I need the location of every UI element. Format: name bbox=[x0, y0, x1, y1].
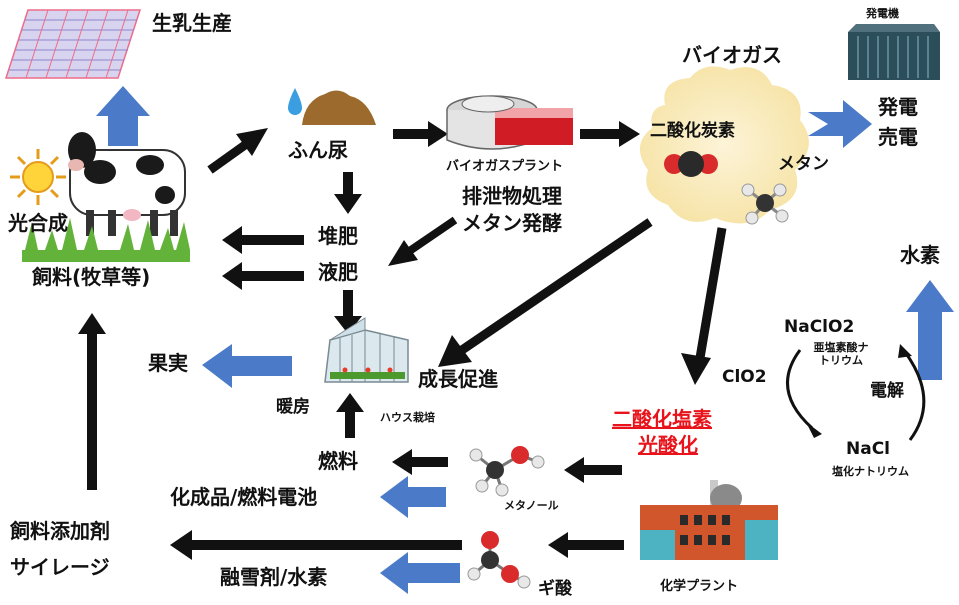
naclo2-label: NaClO2 bbox=[784, 317, 855, 337]
manure-label: ふん尿 bbox=[288, 138, 348, 162]
methanol-label: メタノール bbox=[504, 499, 559, 512]
methanol-molecule-icon bbox=[469, 446, 545, 497]
sun-icon bbox=[10, 149, 66, 205]
cycle-arrowhead-2 bbox=[898, 344, 912, 358]
milk-production-label: 生乳生産 bbox=[152, 11, 232, 35]
co2-label: 二酸化炭素 bbox=[650, 121, 735, 141]
chemical-plant-label: 化学プラント bbox=[660, 579, 739, 594]
grass-icon bbox=[22, 218, 190, 262]
feed-additive-label: 飼料添加剤 bbox=[10, 519, 110, 543]
biogas-plant-icon bbox=[446, 95, 573, 150]
fruit-label: 果実 bbox=[148, 351, 188, 375]
co2-molecule-icon bbox=[664, 151, 718, 177]
photosynthesis-label: 光合成 bbox=[8, 211, 68, 235]
arrow-cow-to-milk bbox=[96, 86, 150, 146]
compost-label: 堆肥 bbox=[318, 224, 358, 248]
photo-oxidation-label: 光酸化 bbox=[638, 433, 698, 457]
chemical-plant-icon bbox=[640, 480, 778, 560]
cow-icon bbox=[68, 132, 186, 236]
heating-label: 暖房 bbox=[276, 397, 310, 417]
milk-cartons-icon bbox=[4, 9, 142, 79]
arrow-feed-additive-to-feed bbox=[78, 313, 106, 490]
biogas-label: バイオガス bbox=[682, 43, 782, 67]
arrow-liquid-to-greenhouse bbox=[334, 290, 362, 334]
biogas-plant-label: バイオガスプラント bbox=[446, 159, 564, 174]
cloud-icon bbox=[639, 66, 809, 224]
fuel-label: 燃料 bbox=[318, 449, 358, 473]
water-drop-icon bbox=[288, 88, 302, 115]
arrow-plant-to-methanol bbox=[564, 457, 622, 483]
arrow-co2-to-chlorine-dioxide bbox=[681, 227, 727, 385]
electrolysis-cycle bbox=[786, 349, 926, 441]
arrow-formic-to-feed-additive bbox=[170, 530, 462, 560]
chemicals-fuel-cell-label: 化成品/燃料電池 bbox=[170, 485, 318, 509]
arrow-methanol-to-fuel bbox=[392, 449, 448, 475]
methane-fermentation-label: メタン発酵 bbox=[462, 211, 562, 235]
arrow-greenhouse-to-fruit bbox=[202, 344, 292, 388]
hydrogen-label: 水素 bbox=[900, 243, 940, 267]
arrow-formic-to-snow-melting bbox=[380, 552, 460, 594]
methane-molecule-icon bbox=[741, 183, 789, 225]
arrow-electrolysis-to-hydrogen bbox=[906, 280, 954, 380]
greenhouse-icon bbox=[324, 317, 409, 383]
arrow-plant-to-biogas bbox=[580, 121, 640, 147]
arrow-liquid-to-feed bbox=[222, 262, 304, 290]
arrow-methanol-to-chemicals bbox=[380, 476, 446, 518]
chlorine-dioxide-label: 二酸化塩素 bbox=[612, 407, 712, 431]
arrow-manure-to-compost bbox=[334, 172, 362, 214]
electrolysis-label: 電解 bbox=[870, 381, 904, 401]
greenhouse-label: ハウス栽培 bbox=[380, 411, 435, 424]
sodium-chlorite-label: 亜塩素酸ナトリウム bbox=[813, 341, 869, 367]
arrow-methane-fermentation-to-liquid bbox=[388, 216, 458, 266]
manure-pile-icon bbox=[302, 90, 376, 125]
nacl-label: NaCl bbox=[846, 439, 891, 459]
feed-label: 飼料(牧草等) bbox=[32, 265, 151, 289]
sodium-chloride-label: 塩化ナトリウム bbox=[832, 465, 909, 478]
liquid-fertilizer-label: 液肥 bbox=[318, 260, 358, 284]
arrow-manure-to-biogas-plant bbox=[393, 121, 448, 147]
clo2-label: ClO2 bbox=[722, 367, 767, 387]
power-generation-label: 発電 bbox=[878, 95, 918, 119]
silage-label: サイレージ bbox=[10, 555, 110, 579]
generator-label: 発電機 bbox=[866, 7, 899, 20]
arrow-plant-to-formic-acid bbox=[548, 532, 624, 558]
arrow-biogas-to-power bbox=[808, 100, 872, 148]
arrow-cow-to-manure bbox=[207, 128, 268, 174]
snow-melting-hydrogen-label: 融雪剤/水素 bbox=[220, 565, 328, 589]
power-sales-label: 売電 bbox=[878, 125, 918, 149]
generator-icon bbox=[848, 24, 940, 80]
arrow-fuel-to-greenhouse bbox=[336, 393, 364, 438]
arrow-compost-to-feed bbox=[222, 226, 304, 254]
formic-acid-label: ギ酸 bbox=[538, 579, 572, 599]
excreta-treatment-label: 排泄物処理 bbox=[462, 184, 562, 208]
formic-acid-molecule-icon bbox=[467, 531, 531, 589]
methane-label: メタン bbox=[778, 154, 829, 174]
growth-promotion-label: 成長促進 bbox=[418, 367, 498, 391]
arrow-co2-to-growth bbox=[438, 218, 653, 367]
cycle-arrowhead-1 bbox=[806, 422, 822, 438]
